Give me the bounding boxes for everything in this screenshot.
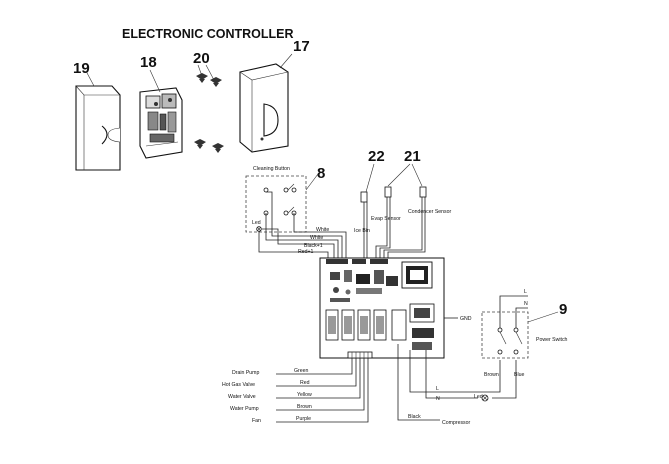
- main-control-board: [319, 257, 445, 359]
- compressor-label: Compressor: [442, 420, 471, 426]
- wire-purple-label: Purple: [296, 416, 311, 422]
- n-bottom-label: N: [436, 396, 440, 402]
- part-number-20: 20: [193, 50, 210, 67]
- hot-gas-valve-label: Hot Gas Valve: [222, 382, 255, 388]
- part-number-18: 18: [140, 54, 157, 71]
- fan-label: Fan: [252, 418, 261, 424]
- blue-label: Blue: [514, 372, 524, 378]
- wire-black-label-bottom: Black: [408, 414, 421, 420]
- wire-red-label: Red+1: [298, 249, 314, 255]
- gnd-label: GND: [460, 316, 472, 322]
- brown-label: Brown: [484, 372, 499, 378]
- n-top-label: N: [524, 301, 528, 307]
- power-switch-part-9: [481, 295, 529, 359]
- control-board-part-18: [139, 87, 183, 159]
- wire-green-label: Green: [294, 368, 309, 374]
- part-number-9: 9: [559, 301, 567, 318]
- part-number-8: 8: [317, 165, 325, 182]
- power-switch-label: Power Switch: [536, 337, 568, 343]
- led-bottom-label: Led: [474, 394, 483, 400]
- cleaning-button-label: Cleaning Button: [253, 166, 290, 172]
- wire-black-label: Black+1: [304, 243, 323, 249]
- wire-white-label-1: White: [316, 227, 329, 233]
- drain-pump-label: Drain Pump: [232, 370, 260, 376]
- part-number-21: 21: [404, 148, 421, 165]
- wire-red-label-bottom: Red: [300, 380, 310, 386]
- wire-yellow-label: Yellow: [297, 392, 312, 398]
- ice-bin-sensor-part-22: [360, 191, 368, 258]
- diagram-title: ELECTRONIC CONTROLLER: [122, 27, 294, 41]
- sensors-part-21: [375, 186, 427, 258]
- part-number-19: 19: [73, 60, 90, 77]
- wire-brown-label: Brown: [297, 404, 312, 410]
- part-number-17: 17: [293, 38, 310, 55]
- evap-sensor-label: Evap Sensor: [371, 216, 401, 222]
- cover-part-19: [75, 85, 121, 171]
- clips-part-20: [194, 64, 224, 153]
- condenser-sensor-label: Condencer Sensor: [408, 209, 452, 215]
- led-label: Led: [252, 220, 261, 226]
- ice-bin-label: Ice Bin: [354, 228, 370, 234]
- wire-white-label-2: White: [310, 235, 323, 241]
- water-valve-label: Water Valve: [228, 394, 256, 400]
- water-pump-label: Water Pump: [230, 406, 259, 412]
- l-bottom-label: L: [436, 386, 439, 392]
- bracket-part-17: [239, 63, 289, 153]
- part-number-22: 22: [368, 148, 385, 165]
- l-top-label: L: [524, 289, 527, 295]
